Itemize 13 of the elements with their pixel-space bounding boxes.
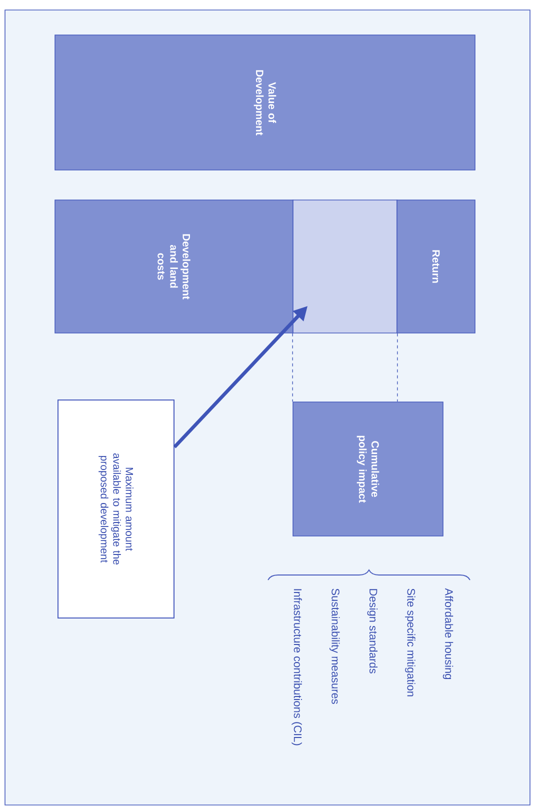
list-item: Site specific mitigation (405, 588, 416, 696)
list-item: Design standards (367, 589, 378, 674)
value-bar: Cumulative policy impact (292, 402, 444, 536)
callout-box: Maximum amount available to mitigate the proposed development (58, 400, 174, 618)
dashed-line (292, 333, 293, 402)
value-bar: Value of Development (54, 34, 476, 170)
value-bar: Development and land costs (54, 200, 294, 334)
list-item: Infrastructure contributions (CIL) (292, 589, 302, 746)
dashed-line (397, 333, 398, 402)
list-item: Sustainability measures (329, 588, 340, 704)
value-bar: Return (396, 200, 476, 334)
shaded-segment (292, 200, 398, 334)
list-item: Affordable housing (442, 588, 454, 679)
